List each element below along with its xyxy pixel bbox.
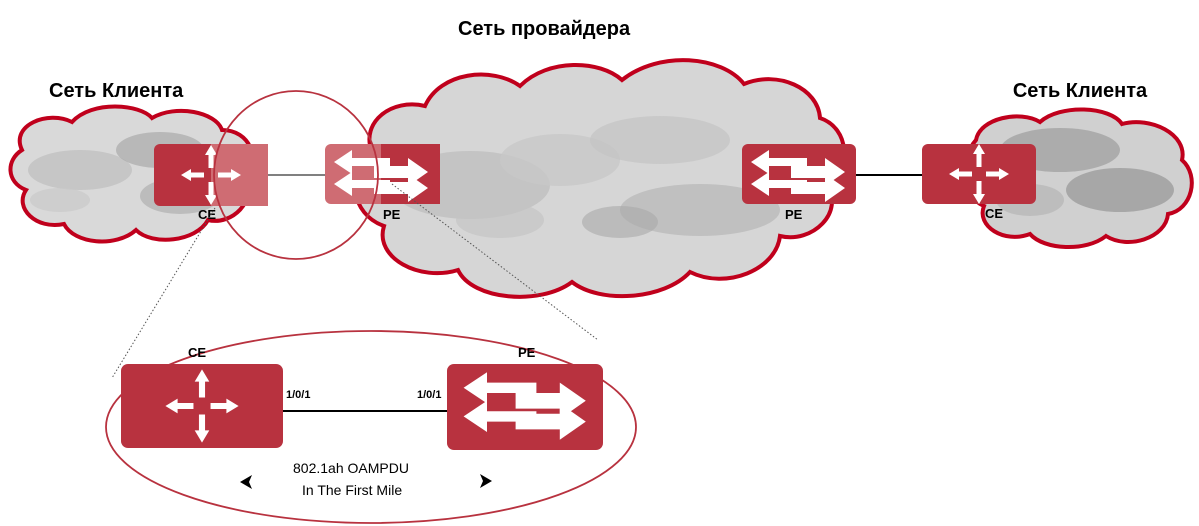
pe-label-left: PE: [383, 207, 401, 222]
pe-port-label: 1/0/1: [417, 389, 441, 401]
zoom-pe-switch: [447, 364, 603, 450]
client-network-left-title: Сеть Клиента: [49, 80, 184, 102]
client-cloud-right: [962, 107, 1194, 249]
arrowhead-left-icon: [240, 475, 252, 489]
highlight-ring: [213, 90, 379, 260]
zoom-pe-label: PE: [518, 345, 536, 360]
ce-label-right: CE: [985, 206, 1003, 221]
caption-line-1: 802.1ah OAMPDU: [293, 460, 409, 476]
ce-router-right: [922, 144, 1036, 204]
callout-line-right: [391, 183, 599, 341]
ce-router-left: [154, 144, 268, 206]
provider-network-title: Сеть провайдера: [458, 18, 631, 40]
caption-line-2: In The First Mile: [302, 482, 402, 498]
pe-switch-right: [742, 144, 856, 204]
zoom-ce-label: CE: [188, 345, 206, 360]
arrowhead-right-icon: [480, 474, 492, 488]
pe-switch-left: [325, 144, 440, 204]
client-network-right-title: Сеть Клиента: [1013, 80, 1148, 102]
ce-label-left: CE: [198, 207, 216, 222]
zoom-ce-router: [121, 364, 283, 448]
pe-label-right: PE: [785, 207, 803, 222]
provider-cloud: [353, 58, 847, 299]
ce-port-label: 1/0/1: [286, 389, 310, 401]
client-cloud-left: [8, 104, 255, 244]
callout-line-left: [111, 207, 216, 379]
